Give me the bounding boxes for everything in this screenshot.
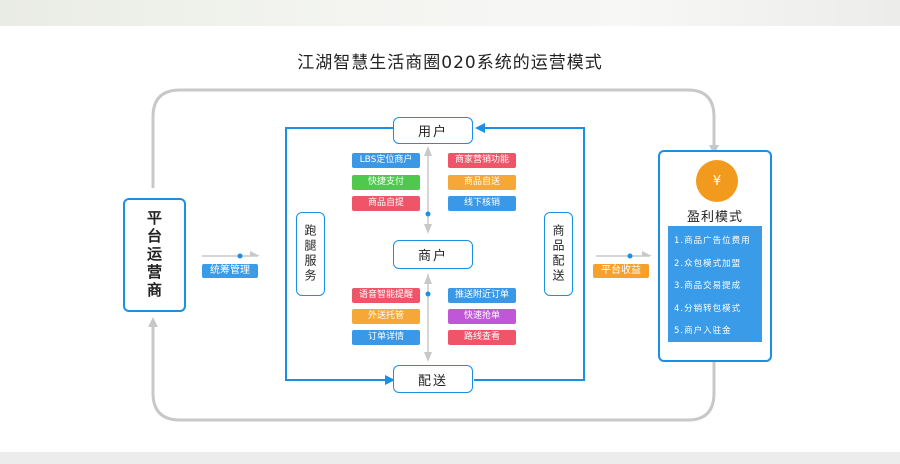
errand-service-box: 跑腿服务 — [296, 212, 325, 296]
user-node: 用户 — [393, 117, 473, 144]
inner-loop-left — [285, 127, 393, 202]
tag-quick-grab: 快速抢单 — [448, 309, 516, 324]
merchant-node: 商户 — [393, 240, 473, 269]
profit-item: 1.商品广告位费用 — [674, 236, 751, 246]
goods-delivery-box: 商品配送 — [544, 212, 573, 296]
profit-model-title: 盈利模式 — [686, 210, 743, 225]
profit-item: 2.众包模式加盟 — [674, 258, 742, 269]
money-bag-icon: ¥ — [696, 160, 738, 202]
outer-loop-top — [151, 88, 719, 188]
delivery-node: 配送 — [393, 365, 473, 393]
tag-voice-reminder: 语音智能提醒 — [352, 288, 420, 303]
inner-loop-right-bottom — [474, 296, 585, 381]
profit-item: 3.商品交易提成 — [674, 281, 742, 291]
tag-merchant-marketing: 商家营销功能 — [448, 153, 516, 168]
overall-management-label: 统筹管理 — [202, 264, 258, 278]
platform-operator-box: 平台运营商 — [123, 198, 186, 312]
diagram-title: 江湖智慧生活商圈020系统的运营模式 — [297, 53, 603, 73]
profit-item: 4.分销转包模式 — [674, 303, 742, 314]
tag-delivery-custody: 外送托管 — [352, 309, 420, 324]
outer-loop-bottom — [148, 317, 716, 422]
tag-quick-pay: 快捷支付 — [352, 175, 420, 190]
tag-offline-verify: 线下核销 — [448, 196, 516, 211]
inner-loop-left-bottom — [285, 296, 395, 385]
tag-self-delivery: 商品自送 — [448, 175, 516, 190]
top-decor-band — [0, 0, 900, 26]
tag-self-pickup: 商品自提 — [352, 196, 420, 211]
profit-model-list: 1.商品广告位费用 2.众包模式加盟 3.商品交易提成 4.分销转包模式 5.商… — [668, 226, 762, 342]
tag-lbs-locate: LBS定位商户 — [352, 153, 420, 168]
tag-order-details: 订单详情 — [352, 330, 420, 345]
tag-route-view: 路线查看 — [448, 330, 516, 345]
profit-item: 5.商户入驻金 — [674, 326, 732, 336]
tag-push-nearby-orders: 推送附近订单 — [448, 288, 516, 303]
bottom-decor-band — [0, 452, 900, 464]
platform-revenue-label: 平台收益 — [593, 264, 649, 278]
inner-loop-right — [475, 123, 585, 202]
